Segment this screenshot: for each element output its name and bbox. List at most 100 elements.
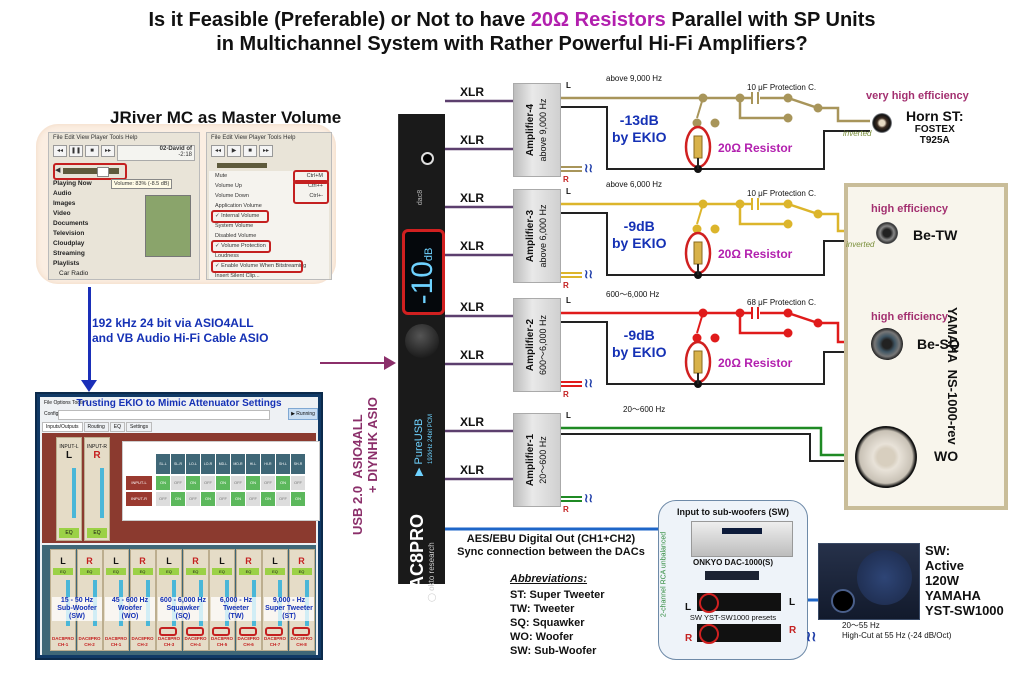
routing-cell[interactable]: OFF	[291, 476, 305, 490]
routing-cell[interactable]: OFF	[261, 476, 275, 490]
band-name: Woofer	[118, 605, 142, 612]
tab-routing[interactable]: Routing	[83, 422, 109, 432]
routing-cell[interactable]: OFF	[276, 492, 290, 506]
rewind-button[interactable]: ◂◂	[53, 145, 67, 157]
menu-volume-protection[interactable]: ✓ Volume Protection	[215, 243, 266, 249]
jriver-panel: File Edit View Player Tools Help ◂◂ ❚❚ ■…	[36, 124, 336, 284]
output-eq-button[interactable]: EQ	[106, 568, 126, 575]
volume-knob[interactable]	[405, 324, 439, 358]
nav-car-radio[interactable]: Car Radio	[59, 270, 89, 277]
output-eq-button[interactable]: EQ	[291, 568, 312, 575]
aes-line2: Sync connection between the DACs	[457, 546, 645, 558]
sw-l-label: L	[685, 602, 692, 613]
output-eq-button[interactable]: EQ	[265, 568, 285, 575]
horn-model: T925A	[919, 135, 950, 146]
volume-slider[interactable]	[63, 168, 119, 174]
output-letter: L	[219, 556, 225, 566]
output-eq-button[interactable]: EQ	[159, 568, 179, 575]
routing-cell[interactable]: OFF	[186, 492, 200, 506]
forward-button-2[interactable]: ▸▸	[259, 145, 273, 157]
menu-system-volume[interactable]: System Volume	[215, 223, 254, 229]
attenuation-value: -9dB	[623, 218, 655, 234]
menu-disabled-volume[interactable]: Disabled Volume	[215, 233, 257, 239]
left-channel-label: L	[566, 411, 571, 420]
menu-loudness[interactable]: Loudness	[215, 253, 239, 259]
output-eq-button[interactable]: EQ	[53, 568, 73, 575]
routing-cell[interactable]: OFF	[201, 476, 215, 490]
routing-cell[interactable]: OFF	[171, 476, 185, 490]
forward-button[interactable]: ▸▸	[101, 145, 115, 157]
nav-documents[interactable]: Documents	[53, 220, 89, 227]
resistor-label: 20Ω Resistor	[718, 141, 793, 155]
xlr-label: XLR	[460, 348, 484, 362]
output-eq-button[interactable]: EQ	[212, 568, 232, 575]
routing-cell[interactable]: ON	[156, 476, 170, 490]
input-letter: L	[65, 450, 73, 461]
tab-inputs-outputs[interactable]: Inputs/Outputs	[42, 422, 83, 432]
stop-button[interactable]: ■	[85, 145, 99, 157]
speaker-circuits	[560, 92, 874, 502]
nav-cloudplay[interactable]: Cloudplay	[53, 240, 85, 247]
amp-name: Amplifier-3	[525, 209, 536, 263]
menu-application-volume[interactable]: Application Volume	[215, 203, 262, 209]
xlr-label: XLR	[460, 239, 484, 253]
nav-playlists[interactable]: Playlists	[53, 260, 80, 267]
routing-cell[interactable]: ON	[231, 492, 245, 506]
nav-images[interactable]: Images	[53, 200, 76, 207]
run-button[interactable]: ▶ Running	[288, 408, 318, 420]
rewind-button-2[interactable]: ◂◂	[211, 145, 225, 157]
output-eq-button[interactable]: EQ	[79, 568, 100, 575]
config-select[interactable]	[58, 410, 270, 420]
volume-highlight	[53, 163, 127, 180]
nav-streaming[interactable]: Streaming	[53, 250, 85, 257]
xlr-label: XLR	[460, 85, 484, 99]
routing-cell[interactable]: ON	[246, 476, 260, 490]
output-eq-button[interactable]: EQ	[132, 568, 153, 575]
volume-thumb[interactable]	[97, 167, 109, 177]
switch-contact	[735, 93, 745, 103]
stop-button-2[interactable]: ■	[243, 145, 257, 157]
routing-cell[interactable]: ON	[201, 492, 215, 506]
routing-cell[interactable]: ON	[171, 492, 185, 506]
routing-cell[interactable]: OFF	[231, 476, 245, 490]
amp-band: above 9,000 Hz	[538, 98, 548, 162]
nav-playing-now[interactable]: Playing Now	[53, 180, 92, 187]
routing-cell[interactable]: ON	[291, 492, 305, 506]
input-eq-button[interactable]: EQ	[59, 528, 79, 538]
continuation-icon: ≀≀	[584, 267, 593, 281]
right-channel-label: R	[563, 281, 569, 290]
output-eq-button[interactable]: EQ	[185, 568, 206, 575]
routing-cell[interactable]: ON	[186, 476, 200, 490]
switch-contact	[692, 118, 702, 128]
menu-enable-bitstream[interactable]: ✓ Enable Volume When Bitstreaming	[215, 263, 307, 269]
routing-cell[interactable]: ON	[261, 492, 275, 506]
band-abbr: (TW)	[228, 613, 244, 620]
amp-name: Amplifier-2	[525, 318, 536, 372]
routing-cell[interactable]: OFF	[246, 492, 260, 506]
menu-internal-volume[interactable]: ✓ Internal Volume	[215, 213, 260, 219]
routing-cell[interactable]: ON	[216, 476, 230, 490]
routing-cell[interactable]: OFF	[156, 492, 170, 506]
tab-settings[interactable]: Settings	[126, 422, 153, 432]
ground-wire	[560, 212, 874, 276]
output-eq-button[interactable]: EQ	[238, 568, 259, 575]
tab-eq[interactable]: EQ	[109, 422, 125, 432]
routing-cell[interactable]: OFF	[216, 492, 230, 506]
volume-slider-2[interactable]	[217, 163, 267, 168]
nav-audio[interactable]: Audio	[53, 190, 72, 197]
nav-video[interactable]: Video	[53, 210, 71, 217]
headphone-jack-icon	[421, 152, 434, 165]
routing-cell[interactable]: ON	[276, 476, 290, 490]
input-eq-button[interactable]: EQ	[87, 528, 107, 538]
pause-button[interactable]: ❚❚	[69, 145, 83, 157]
menu-insert-silent-clip[interactable]: Insert Silent Clip...	[215, 273, 260, 279]
amp-band: 20〜600 Hz	[538, 436, 548, 484]
nav-television[interactable]: Television	[53, 230, 85, 237]
play-button[interactable]: ▶	[227, 145, 241, 157]
sw-line: 120W	[925, 573, 959, 588]
